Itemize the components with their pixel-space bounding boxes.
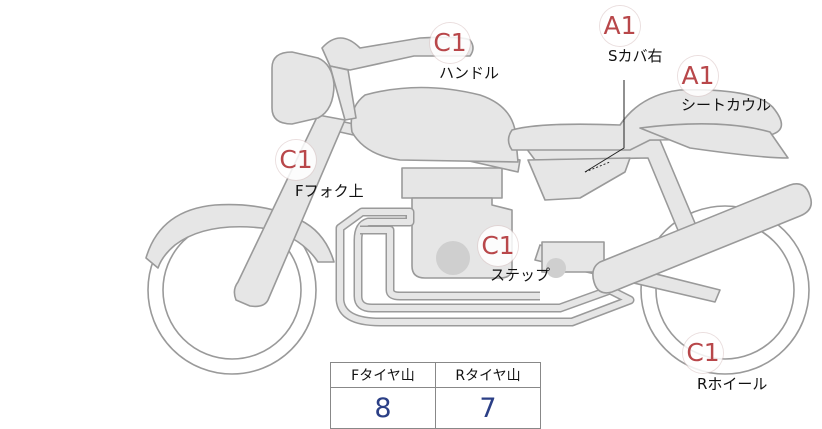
grade-badge-step[interactable]: C1 — [478, 226, 518, 266]
grade-badge-seat-cowl[interactable]: A1 — [678, 56, 718, 96]
front-tread-header: Fタイヤ山 — [330, 362, 436, 388]
fuel-tank — [350, 86, 519, 163]
muffler — [592, 183, 813, 294]
label-side-cover-right: Sカバ右 — [608, 47, 663, 65]
label-front-fork-upper: Fフォク上 — [295, 182, 364, 200]
label-seat-cowl: シートカウル — [681, 96, 772, 114]
grade-badge-handle[interactable]: C1 — [430, 23, 470, 63]
rear-tread-value: 7 — [435, 387, 541, 429]
front-tread-value: 8 — [330, 387, 436, 429]
label-handle: ハンドル — [439, 64, 500, 82]
grade-badge-front-fork-upper[interactable]: C1 — [276, 140, 316, 180]
headlight — [271, 51, 335, 125]
front-fork — [233, 114, 346, 308]
label-rear-wheel: Rホイール — [697, 375, 768, 393]
tire-tread-table: Fタイヤ山 Rタイヤ山 8 7 — [330, 362, 541, 429]
rear-tread-header: Rタイヤ山 — [435, 362, 541, 388]
engine-top — [401, 167, 503, 199]
leader-line — [584, 80, 625, 173]
tread-header-row: Fタイヤ山 Rタイヤ山 — [330, 362, 541, 388]
label-step: ステップ — [490, 266, 551, 284]
grade-badge-rear-wheel[interactable]: C1 — [683, 333, 723, 373]
rear-wheel-shape — [640, 205, 810, 375]
side-cover — [527, 157, 631, 201]
tread-value-row: 8 7 — [330, 387, 541, 429]
grade-badge-side-cover-right[interactable]: A1 — [600, 6, 640, 46]
